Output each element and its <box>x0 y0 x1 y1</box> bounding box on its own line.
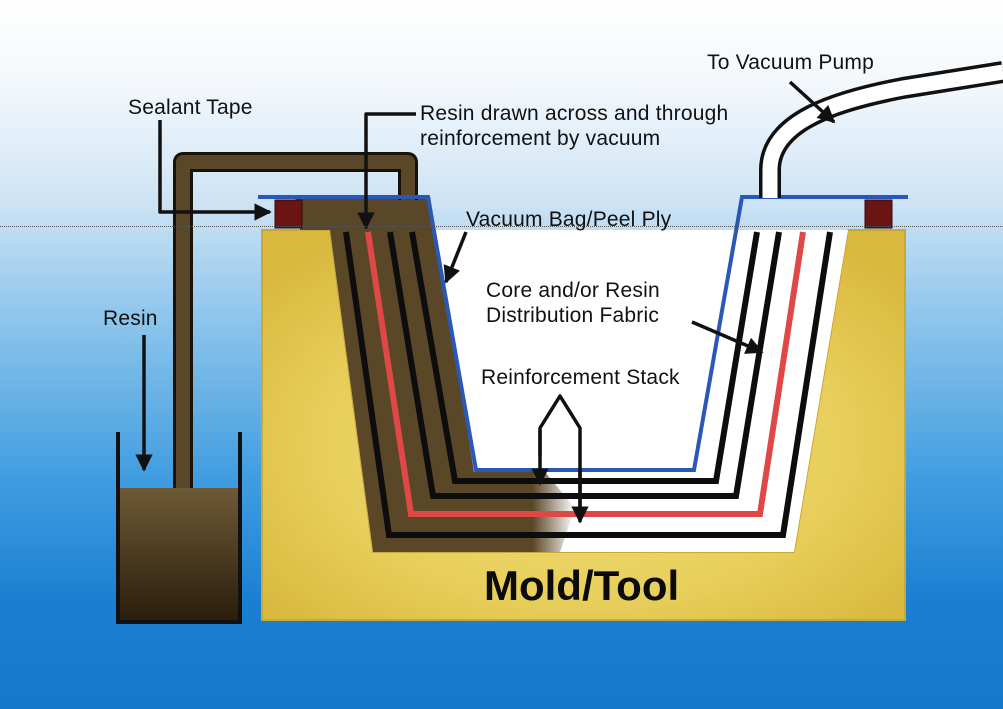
label-resin: Resin <box>103 307 158 330</box>
label-to-vacuum-pump: To Vacuum Pump <box>707 51 874 74</box>
callout-arrows <box>135 80 836 524</box>
reinforcement-layer-middle <box>387 231 782 499</box>
label-core-line1: Core and/or Resin <box>486 279 660 302</box>
sealant-tape-left <box>274 199 303 229</box>
sealant-tape-right <box>864 199 893 229</box>
reinforcement-layer-inner <box>409 231 760 484</box>
resin-pot <box>116 432 242 624</box>
label-resin-drawn-line1: Resin drawn across and through <box>420 102 729 125</box>
label-sealant-tape: Sealant Tape <box>128 96 253 119</box>
label-mold-tool: Mold/Tool <box>484 562 680 609</box>
dotted-guide-line <box>0 226 1003 227</box>
label-reinforcement-stack: Reinforcement Stack <box>481 366 680 389</box>
label-core-line2: Distribution Fabric <box>486 304 660 327</box>
label-vacuum-bag: Vacuum Bag/Peel Ply <box>466 208 672 231</box>
resin-pot-fill <box>120 488 238 620</box>
reinforcement-layer-outer <box>343 231 833 538</box>
label-resin-drawn-line2: reinforcement by vacuum <box>420 127 661 150</box>
